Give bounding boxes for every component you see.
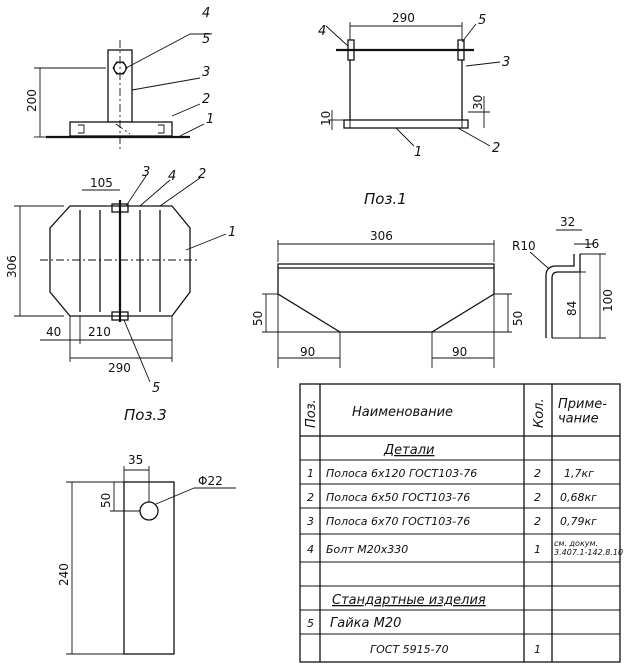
std-row1-pos: 5 [307,617,314,630]
row3-note: 0,79кг [560,515,597,528]
std-row2-qty: 1 [534,643,541,656]
dim-105: 105 [90,176,113,190]
dim-50-right: 50 [511,311,525,326]
row3-name: Полоса 6х70 ГОСТ103-76 [326,515,470,528]
pos1-view: 290 30 10 4 5 3 1 2 Поз.1 [318,11,510,208]
dim-30: 30 [471,95,485,110]
row2-name: Полоса 6х50 ГОСТ103-76 [326,491,470,504]
row4-note-text-line: 3.407.1-142.8.10 [554,548,623,557]
dim-phi22: Φ22 [198,474,223,488]
row2-qty: 2 [534,491,541,504]
side-label-3: 3 [202,65,210,80]
header-note-text: Приме- [558,397,607,412]
dim-290-plan: 290 [108,361,131,375]
dim-40: 40 [46,325,61,339]
row4-pos: 4 [307,543,314,556]
plan-label-1: 1 [228,225,236,240]
plate-view: 35 50 240 Φ22 [57,453,236,655]
pos1-label-2: 2 [492,141,500,156]
header-pos: Поз. [304,399,319,428]
dim-90-left: 90 [300,345,315,359]
std-row1-name: Гайка М20 [330,616,401,631]
row2-pos: 2 [307,491,314,504]
dim-100: 100 [601,289,615,312]
dim-240: 240 [57,563,71,586]
plan-label-2: 2 [198,167,206,182]
dim-290-top: 290 [392,11,415,25]
dim-90-right: 90 [452,345,467,359]
dim-10: 10 [319,111,333,126]
plan-label-4: 4 [168,169,176,184]
dim-306-left: 306 [5,255,19,278]
dim-16: 16 [584,237,599,251]
plan-view: 105 306 40 210 290 3 4 2 1 5 Поз.3 [5,165,236,424]
pos1-label-5: 5 [478,13,486,28]
dim-35: 35 [128,453,143,467]
row4-note: см. докум. 3.407.1-142.8.10 [554,539,623,557]
section-details: Детали [383,443,434,458]
dim-84: 84 [565,301,579,316]
section-standard: Стандартные изделия [332,593,486,608]
dim-210: 210 [88,325,111,339]
pos1-label-4: 4 [318,24,326,39]
row1-name: Полоса 6х120 ГОСТ103-76 [326,467,477,480]
hook-view: 32 16 R10 84 100 [512,215,615,339]
spec-table: Поз. Наименование Кол. Приме- чание Дета… [299,383,623,663]
row3-qty: 2 [534,515,541,528]
side-label-4: 4 [202,6,210,21]
side-label-1: 1 [206,112,214,127]
header-name: Наименование [352,405,453,420]
plan-label-5: 5 [152,381,160,396]
row4-qty: 1 [534,543,541,556]
dim-50-left: 50 [251,311,265,326]
dim-32: 32 [560,215,575,229]
side-label-2: 2 [202,92,210,107]
header-note: Приме- чание [558,397,611,426]
side-view: 200 4 5 3 2 1 [25,6,214,150]
std-row2-name: ГОСТ 5915-70 [370,643,449,656]
caption-pos1: Поз.1 [364,190,407,208]
row1-note: 1,7кг [564,467,594,480]
side-label-5: 5 [202,32,210,47]
pos1-label-1: 1 [414,145,422,160]
dim-200: 200 [25,89,39,112]
caption-pos3: Поз.3 [124,406,167,424]
dim-50-plate: 50 [99,493,113,508]
header-note-text-line: чание [558,411,599,426]
row4-name: Болт М20х330 [326,543,408,556]
row1-qty: 2 [534,467,541,480]
row3-pos: 3 [307,515,314,528]
row2-note: 0,68кг [560,491,597,504]
plan-label-3: 3 [142,165,150,180]
row1-pos: 1 [307,467,314,480]
dim-306-strip: 306 [370,229,393,243]
pos1-label-3: 3 [502,55,510,70]
row4-note-text: см. докум. [554,539,598,548]
dim-r10: R10 [512,239,536,253]
header-qty: Кол. [532,398,547,428]
strip-view: 306 50 50 90 90 [251,229,525,368]
